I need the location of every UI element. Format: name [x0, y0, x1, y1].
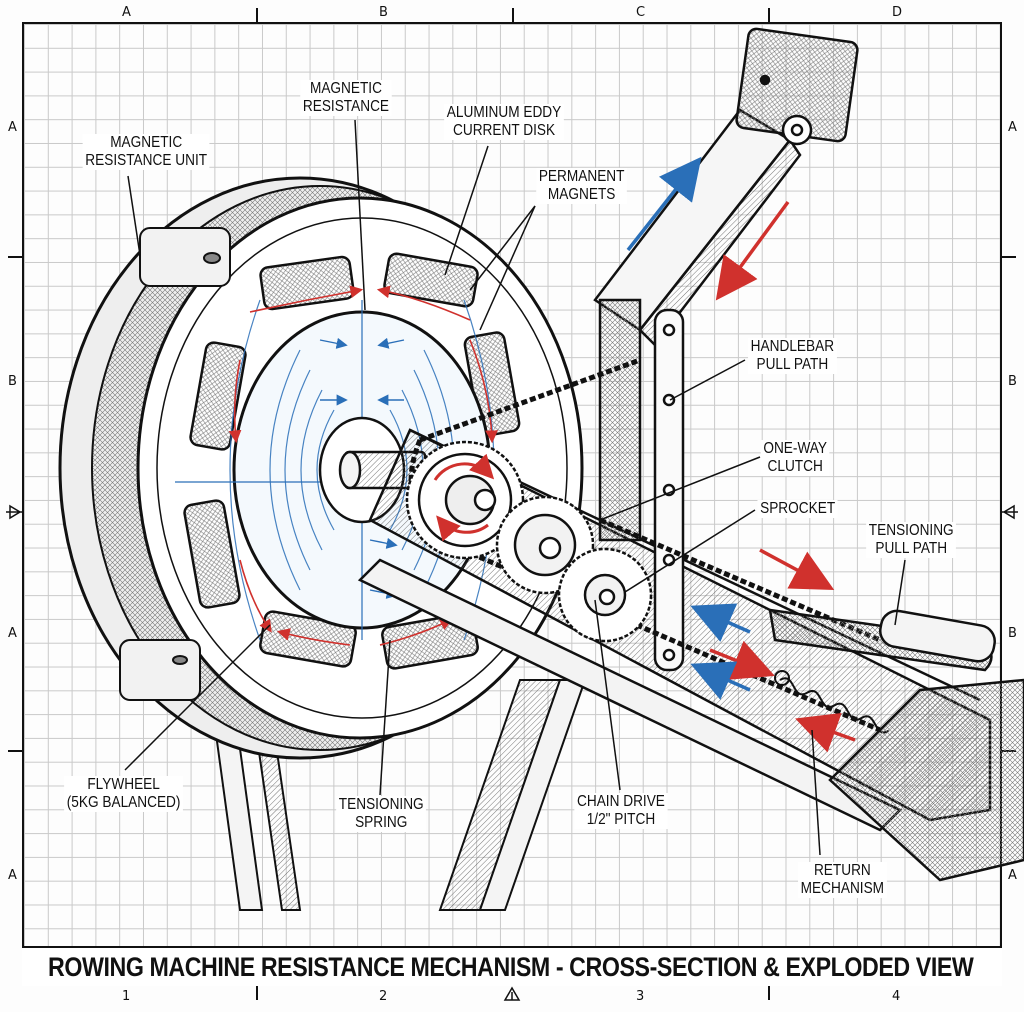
label-line: MAGNETIC: [110, 134, 183, 151]
label-line: PERMANENT: [538, 168, 625, 185]
sprocket-gears: [405, 440, 653, 643]
zone-right-4: A: [1008, 868, 1017, 883]
label-line: SPROCKET: [760, 500, 836, 517]
zone-top-a: A: [122, 5, 131, 20]
handlebar-pull-arrow: [626, 156, 702, 252]
zone-bottom-2: 2: [379, 989, 388, 1004]
label-line: PULL PATH: [756, 356, 829, 373]
label-line: FLYWHEEL: [87, 776, 160, 793]
zone-divider: [1002, 256, 1016, 258]
magnetic-resistance-unit: [119, 227, 231, 701]
label-line: CHAIN DRIVE: [576, 793, 665, 810]
label-permanent-magnets: PERMANENT MAGNETS: [536, 168, 628, 204]
tensioning-spring-coil: [774, 670, 890, 734]
label-tensioning-pull-path: TENSIONING PULL PATH: [866, 522, 957, 558]
handle-grip: [768, 608, 1024, 882]
zone-bottom-4: 4: [892, 989, 901, 1004]
handlebar-arm: [593, 27, 859, 672]
zone-divider: [768, 986, 770, 1000]
zone-top-d: D: [892, 5, 903, 20]
label-line: TENSIONING: [868, 522, 954, 539]
center-mark-right: [1002, 504, 1018, 520]
zone-divider: [256, 8, 258, 22]
zone-left-1: A: [8, 120, 17, 135]
label-one-way-clutch: ONE-WAY CLUTCH: [760, 440, 830, 476]
drawing-title: ROWING MACHINE RESISTANCE MECHANISM - CR…: [48, 952, 974, 982]
label-line: ALUMINUM EDDY: [446, 104, 562, 121]
zone-bottom-3: 3: [636, 989, 645, 1004]
zone-top-c: C: [636, 5, 646, 20]
motion-arrows: [626, 156, 856, 753]
label-line: MAGNETS: [547, 186, 616, 203]
center-mark-bottom: [503, 986, 521, 1001]
label-line: SPRING: [355, 814, 408, 831]
label-return-mechanism: RETURN MECHANISM: [798, 862, 887, 898]
zone-left-3: A: [8, 626, 17, 641]
leader-lines: [124, 119, 906, 856]
label-line: RESISTANCE: [302, 98, 390, 115]
zone-divider: [8, 256, 22, 258]
zone-divider: [256, 986, 258, 1000]
label-magnetic-resistance-unit: MAGNETIC RESISTANCE UNIT: [82, 134, 210, 170]
label-line: RETURN: [813, 862, 871, 879]
label-line: HANDLEBAR: [750, 338, 835, 355]
zone-left-4: A: [8, 868, 17, 883]
label-aluminum-eddy-current-disk: ALUMINUM EDDY CURRENT DISK: [444, 104, 564, 140]
label-chain-drive: CHAIN DRIVE 1/2" PITCH: [574, 793, 668, 829]
label-line: RESISTANCE UNIT: [85, 152, 208, 169]
zone-right-1: A: [1008, 120, 1017, 135]
label-line: CLUTCH: [767, 458, 823, 475]
zone-divider: [512, 8, 514, 22]
zone-divider: [8, 750, 22, 752]
label-line: MAGNETIC: [309, 80, 382, 97]
zone-bottom-1: 1: [122, 989, 131, 1004]
label-line: ONE-WAY: [763, 440, 828, 457]
label-sprocket: SPROCKET: [757, 500, 838, 518]
label-line: PULL PATH: [875, 540, 948, 557]
label-line: TENSIONING: [338, 796, 424, 813]
center-mark-left: [6, 504, 22, 520]
label-line: CURRENT DISK: [452, 122, 556, 139]
label-line: (5KG BALANCED): [66, 794, 181, 811]
label-handlebar-pull-path: HANDLEBAR PULL PATH: [748, 338, 837, 374]
label-tensioning-spring: TENSIONING SPRING: [336, 796, 427, 832]
title-block: ROWING MACHINE RESISTANCE MECHANISM - CR…: [22, 946, 1002, 986]
handlebar-return-arrow: [715, 200, 790, 301]
label-flywheel: FLYWHEEL (5KG BALANCED): [64, 776, 184, 812]
label-line: 1/2" PITCH: [586, 811, 656, 828]
zone-right-3: B: [1008, 626, 1017, 641]
zone-divider: [768, 8, 770, 22]
zone-left-2: B: [8, 374, 17, 389]
zone-top-b: B: [379, 5, 388, 20]
label-line: MECHANISM: [800, 880, 885, 897]
zone-right-2: B: [1008, 374, 1017, 389]
label-magnetic-resistance: MAGNETIC RESISTANCE: [300, 80, 392, 116]
